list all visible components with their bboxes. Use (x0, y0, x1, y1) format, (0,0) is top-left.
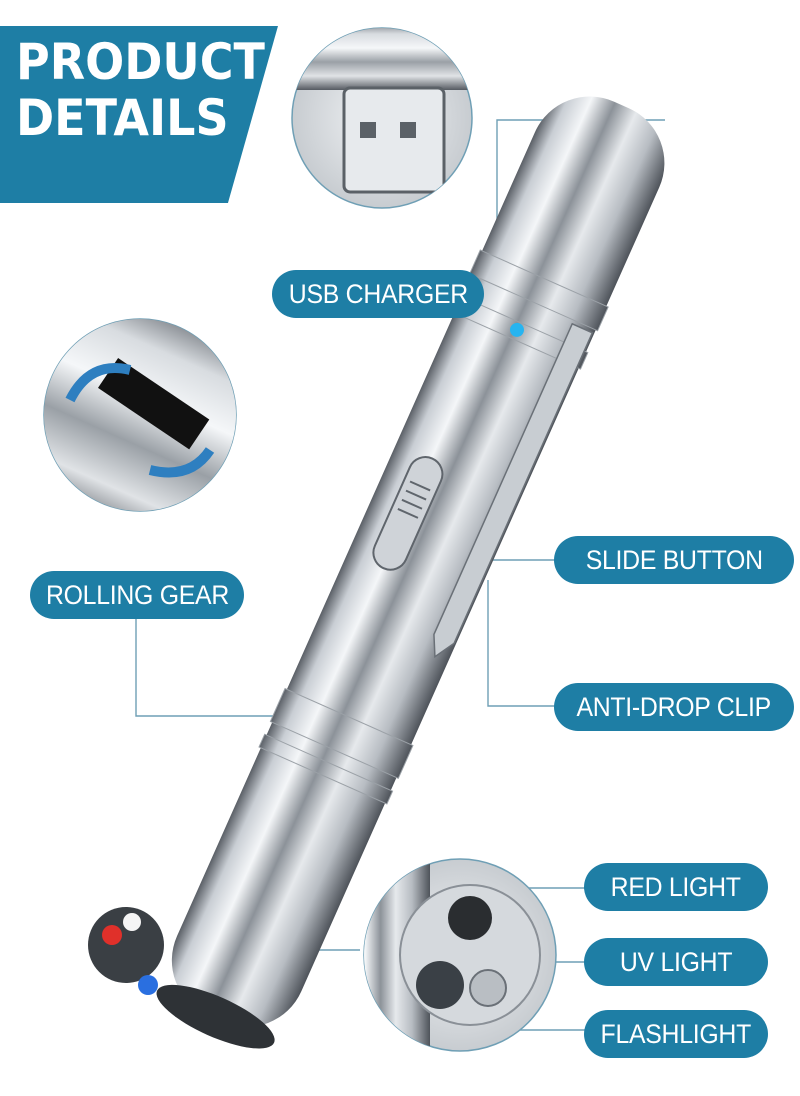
title-line-2: DETAILS (16, 89, 229, 147)
title-line-1: PRODUCT (16, 33, 265, 91)
rolling-gear-zoom-circle (43, 318, 237, 512)
title-banner (0, 26, 278, 203)
usb-charger-label: USB CHARGER (272, 270, 484, 318)
uv-light-label: UV LIGHT (584, 938, 768, 986)
slide-button-label: SLIDE BUTTON (554, 536, 794, 584)
usb-zoom-circle (291, 27, 473, 209)
laser-pen-body (156, 96, 665, 1049)
lights-zoom-circle (363, 858, 557, 1052)
anti-drop-clip-label: ANTI-DROP CLIP (554, 683, 794, 731)
red-light-label: RED LIGHT (584, 863, 768, 911)
front-leds (88, 907, 164, 995)
flashlight-label: FLASHLIGHT (584, 1010, 768, 1058)
rolling-gear-label: ROLLING GEAR (30, 571, 244, 619)
